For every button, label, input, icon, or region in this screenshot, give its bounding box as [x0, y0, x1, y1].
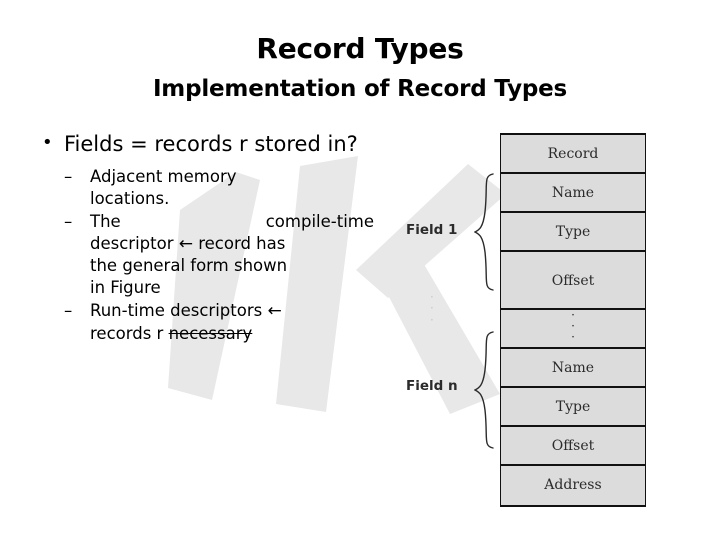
table-row-type: Type: [501, 213, 645, 252]
left-arrow-icon: ←: [267, 301, 282, 322]
dash-marker-icon: –: [64, 301, 73, 321]
sub-bullet-line: the general form shown: [90, 256, 288, 276]
sub-bullet-line: Adjacent memory: [90, 166, 237, 186]
sub-bullet-word: record has: [198, 233, 286, 253]
sub-bullet-word: Run-time descriptors: [90, 301, 263, 321]
table-row-ellipsis: ···: [501, 309, 645, 349]
table-row-offset: Offset: [501, 427, 645, 466]
sub-bullet-word: compile-time: [265, 211, 374, 231]
bullet-level1-text: Fields = records r stored in?: [64, 132, 358, 156]
table-row-name: Name: [501, 174, 645, 213]
slide-body: • Fields = records r stored in? – Adjace…: [34, 131, 374, 346]
sub-bullet-list: – Adjacent memory locations. – The compi…: [64, 166, 374, 345]
table-row-record: Record: [501, 135, 645, 174]
dash-marker-icon: –: [64, 211, 73, 231]
sub-bullet-word: The: [90, 211, 121, 231]
sub-bullet-line: locations.: [90, 188, 170, 208]
table-row-address: Address: [501, 466, 645, 505]
sub-bullet-word: descriptor: [90, 233, 174, 253]
page-title: Record Types: [256, 32, 464, 65]
sub-bullet-adjacent-memory: – Adjacent memory locations.: [64, 166, 374, 210]
record-table: Record Name Type Offset ··· Name Type Of…: [500, 133, 646, 507]
field-1-brace-icon: [474, 172, 494, 292]
sub-bullet-line: Run-time descriptors ←: [90, 300, 374, 323]
record-descriptor-diagram: Field 1 Field n ··· Record Name Type Off…: [404, 130, 654, 507]
side-ellipsis-icon: ···: [430, 290, 434, 327]
sub-bullet-line: The compile-time: [90, 211, 374, 233]
page-subtitle: Implementation of Record Types: [152, 76, 568, 102]
field-n-brace-icon: [474, 330, 494, 450]
sub-bullet-line: in Figure: [90, 278, 161, 298]
sub-bullet-line: records r necessary: [90, 323, 374, 345]
sub-bullet-word-struck: necessary: [168, 323, 253, 343]
table-row-offset: Offset: [501, 252, 645, 310]
field-n-label: Field n: [406, 378, 458, 394]
dash-marker-icon: –: [64, 166, 73, 186]
sub-bullet-run-time-descriptors: – Run-time descriptors ← records r neces…: [64, 300, 374, 345]
sub-bullet-word: records r: [90, 323, 164, 343]
bullet-level1: • Fields = records r stored in?: [34, 131, 374, 158]
left-arrow-icon: ←: [178, 233, 193, 254]
table-row-name: Name: [501, 349, 645, 388]
sub-bullet-line: descriptor ← record has: [90, 233, 374, 256]
sub-bullet-compile-time-descriptor: – The compile-time descriptor ← record h…: [64, 211, 374, 299]
table-row-type: Type: [501, 388, 645, 427]
field-1-label: Field 1: [406, 222, 458, 238]
bullet-marker-icon: •: [42, 132, 53, 153]
